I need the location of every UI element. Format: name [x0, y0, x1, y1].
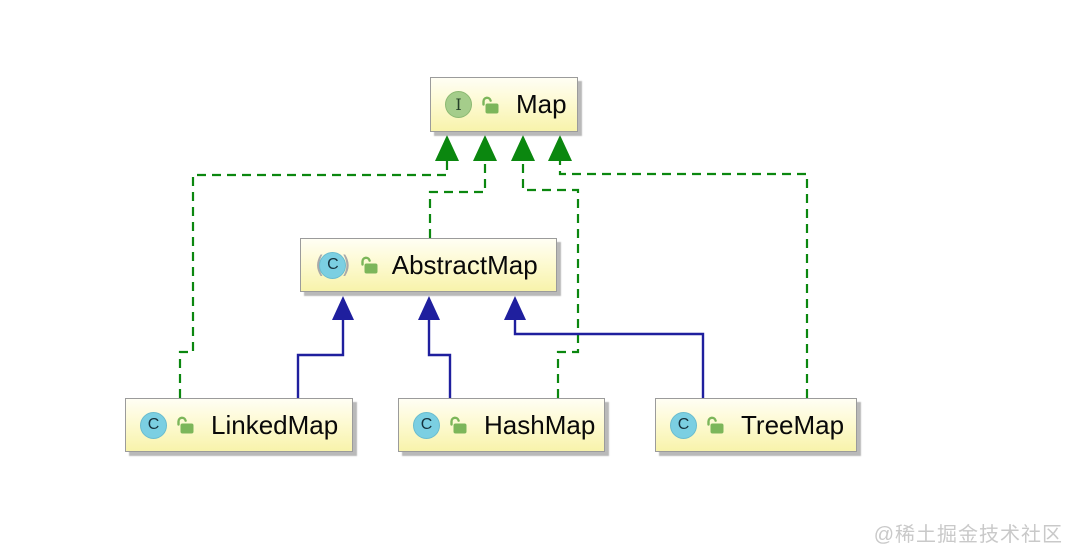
class-name-label: Map [516, 89, 567, 119]
edge-treemap-extends-abstractmap-line [513, 320, 705, 398]
edge-linkedmap-implements-map-arrowhead [435, 135, 459, 161]
edge-treemap-implements-map-arrowhead [548, 135, 572, 161]
unlocked-lock-icon [448, 415, 468, 435]
class-name-label: TreeMap [741, 409, 845, 440]
class-badge: C [319, 251, 347, 279]
abstract-paren-right: ) [341, 250, 351, 279]
class-node-hashmap: C HashMap [398, 398, 605, 452]
class-node-map: I Map [430, 77, 578, 132]
class-node-abstractmap: ( C ) AbstractMap [300, 238, 557, 292]
class-name-label: HashMap [484, 409, 596, 440]
class-name-label: LinkedMap [211, 409, 339, 440]
unlocked-lock-icon [480, 95, 500, 115]
abstract-class-icon: ( C ) [315, 250, 351, 279]
class-icon: C [140, 411, 167, 439]
interface-icon: I [445, 91, 472, 118]
edge-linkedmap-extends-abstractmap-line [296, 320, 345, 398]
edge-hashmap-extends-abstractmap-line [427, 320, 452, 398]
class-node-treemap: C TreeMap [655, 398, 857, 452]
class-name-label: AbstractMap [391, 249, 538, 280]
edge-hashmap-implements-map-arrowhead [511, 135, 535, 161]
class-node-linkedmap: C LinkedMap [125, 398, 353, 452]
edge-linkedmap-extends-abstractmap-arrowhead [332, 296, 354, 320]
edge-treemap-extends-abstractmap-arrowhead [504, 296, 526, 320]
class-icon: C [413, 411, 440, 439]
edge-hashmap-implements-map-line [521, 161, 580, 398]
class-icon: C [670, 411, 697, 439]
edge-treemap-implements-map-line [558, 161, 809, 398]
unlocked-lock-icon [175, 415, 195, 435]
edge-abstractmap-implements-map-arrowhead [473, 135, 497, 161]
unlocked-lock-icon [359, 255, 379, 275]
edge-abstractmap-implements-map-line [428, 161, 487, 238]
unlocked-lock-icon [705, 415, 725, 435]
edge-linkedmap-implements-map-line [178, 161, 449, 398]
edge-hashmap-extends-abstractmap-arrowhead [418, 296, 440, 320]
watermark: @稀土掘金技术社区 [873, 524, 1063, 546]
